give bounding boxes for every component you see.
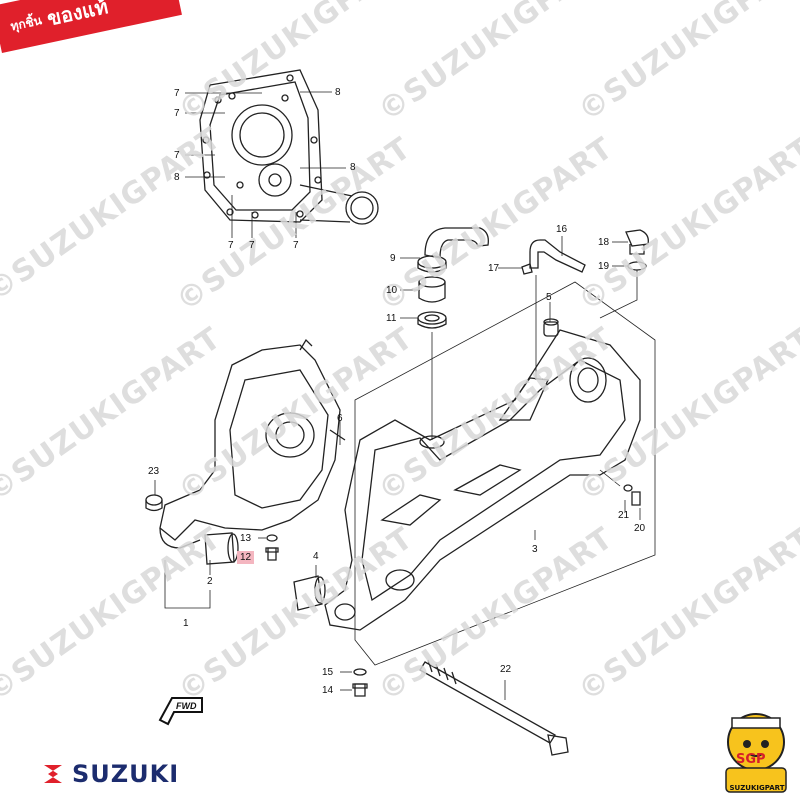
mascot-logo-text: SGP — [736, 752, 766, 767]
callout-2: 2 — [207, 576, 213, 587]
cap-23-part — [145, 494, 163, 512]
callout-7f: 7 — [293, 240, 299, 251]
fwd-label: FWD — [176, 701, 197, 711]
callout-6: 6 — [337, 413, 343, 424]
fwd-arrow-icon: FWD — [158, 697, 203, 726]
seal-10-part — [418, 276, 446, 303]
washer-21-part — [623, 484, 633, 492]
callout-8b: 8 — [350, 162, 356, 173]
callout-5: 5 — [546, 292, 552, 303]
right-crankcase-part — [324, 329, 641, 631]
brand-name: SUZUKI — [72, 760, 180, 788]
right-crankcase-frame — [354, 281, 656, 666]
callout-7d: 7 — [228, 240, 234, 251]
callout-17: 17 — [488, 263, 500, 274]
callout-1: 1 — [183, 618, 189, 629]
callout-12-highlighted: 12 — [237, 551, 255, 564]
callout-7b: 7 — [174, 108, 180, 119]
callout-10: 10 — [386, 285, 398, 296]
washer-15-part — [353, 668, 367, 676]
callout-11: 11 — [386, 313, 397, 324]
callout-8c: 8 — [174, 172, 180, 183]
bushing-4-part — [293, 575, 326, 611]
callout-16: 16 — [556, 224, 568, 235]
long-bolt-22-part — [419, 659, 569, 756]
oil-cap-part — [625, 229, 649, 255]
bolt-14-part — [352, 683, 368, 697]
banner-line1: ทุกชิ้น — [9, 12, 43, 33]
suzuki-logo-icon — [44, 765, 62, 783]
callout-7e: 7 — [249, 240, 255, 251]
callout-19: 19 — [598, 261, 610, 272]
callout-20: 20 — [634, 523, 646, 534]
callout-7c: 7 — [174, 150, 180, 161]
callout-8a: 8 — [335, 87, 341, 98]
left-crankcase-part — [159, 338, 346, 549]
bolt-20-part — [631, 491, 641, 506]
bushing-5-part — [543, 318, 559, 337]
air-hose-part — [417, 227, 489, 273]
sgp-mascot-icon — [725, 713, 787, 793]
seal-11-part — [417, 311, 447, 329]
callout-22: 22 — [500, 664, 512, 675]
bushing-2-part — [204, 532, 239, 565]
callout-13: 13 — [240, 533, 252, 544]
mascot-name-text: SUZUKIGPART — [729, 784, 785, 792]
crankcase-cover-part — [199, 69, 379, 225]
callout-4: 4 — [313, 551, 319, 562]
callout-14: 14 — [322, 685, 334, 696]
callout-15: 15 — [322, 667, 334, 678]
banner-line2: ของแท้ — [44, 0, 111, 31]
washer-13-part — [266, 534, 278, 542]
callout-3: 3 — [532, 544, 538, 555]
callout-23: 23 — [148, 466, 160, 477]
callout-21: 21 — [618, 510, 630, 521]
suzuki-brand: SUZUKI — [40, 760, 179, 788]
callout-18: 18 — [598, 237, 610, 248]
bolt-12-part — [265, 547, 279, 561]
callout-7a: 7 — [174, 88, 180, 99]
breather-hose-part — [529, 239, 586, 273]
callout-9: 9 — [390, 253, 396, 264]
